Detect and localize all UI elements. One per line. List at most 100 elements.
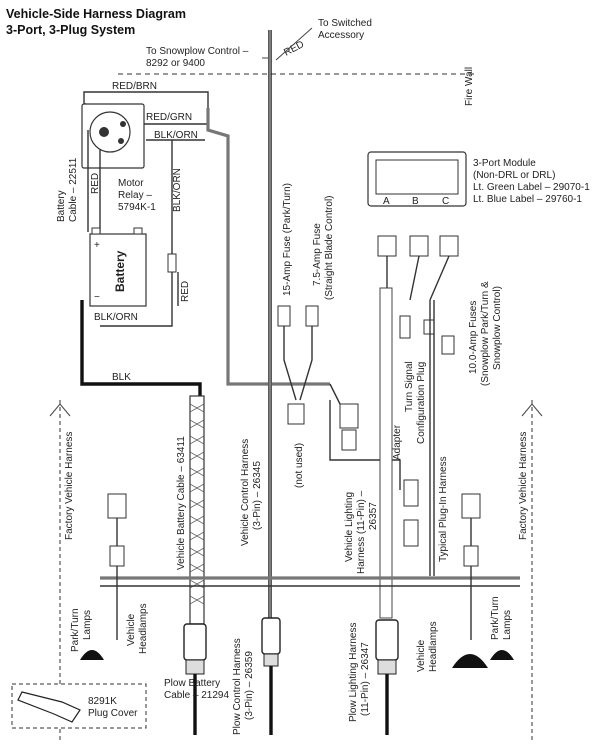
fuse-15a [277, 305, 291, 327]
headlamps-left-label-2: Headlamps [138, 603, 149, 654]
module-label-2: (Non-DRL or DRL) [473, 170, 555, 181]
red-brn-label: RED/BRN [112, 81, 157, 92]
relay-terminal-large [99, 127, 109, 137]
factory-harness-right-break [521, 403, 543, 417]
plug-cover-label-2: Plug Cover [88, 708, 138, 719]
plow-control-connector [261, 617, 281, 655]
lighting-harness-wires [329, 383, 401, 490]
adapter-connector-lower [403, 519, 419, 547]
left-harness-connector [107, 493, 127, 519]
motor-relay-label-1: Motor [118, 178, 144, 189]
right-harness-connector [461, 493, 481, 519]
plow-battery-cable-label-1: Plow Battery [164, 678, 220, 689]
vehicle-control-harness-label-1: Vehicle Control Harness [240, 439, 251, 546]
plug-cover-label-1: 8291K [88, 696, 117, 707]
fuse-7-5a-wire [299, 326, 313, 401]
title-line-1: Vehicle-Side Harness Diagram [6, 7, 186, 21]
switched-accessory-leader [275, 27, 313, 61]
left-park-turn-lamp [80, 650, 104, 660]
factory-harness-left-break [49, 403, 71, 417]
fuse-15a-wire [283, 326, 297, 401]
fuse-7-5a-label-1: 7.5-Amp Fuse [312, 223, 323, 286]
fuses-10a-label-2: (Snowplow Park/Turn & [480, 281, 491, 386]
park-turn-left-label-2: Lamps [82, 610, 93, 640]
battery [89, 233, 147, 307]
to-switched-accessory-1: To Switched [318, 18, 372, 29]
plow-control-harness-label-1: Plow Control Harness [232, 638, 243, 735]
plug-cover-box [11, 683, 147, 729]
plow-lighting-harness-label-2: (11-Pin) – 26347 [360, 642, 371, 716]
battery-cable-braid [189, 403, 205, 605]
blk-orn-bottom-label: BLK/ORN [94, 312, 138, 323]
factory-harness-left-label: Factory Vehicle Harness [64, 432, 75, 540]
right-headlamp-connector [463, 545, 479, 567]
adapter-connector-upper [403, 479, 419, 507]
left-headlamp-connector [109, 545, 125, 567]
blk-label: BLK [112, 372, 131, 383]
fuse-10a-1 [441, 335, 455, 355]
module-plug-c [439, 235, 459, 257]
module-label-3: Lt. Green Label – 29070-1 [473, 182, 590, 193]
inline-fuse-holder [167, 253, 177, 273]
plow-control-connector-end [263, 653, 279, 667]
plug-cover-icon [17, 691, 81, 723]
battery-cable-label-1: Battery [56, 190, 67, 222]
typical-plug-in-harness [429, 300, 435, 576]
factory-harness-right-label: Factory Vehicle Harness [518, 432, 529, 540]
vehicle-lighting-connector-upper [339, 403, 359, 429]
not-used-connector [287, 403, 305, 425]
blk-orn-vertical-label: BLK/ORN [172, 168, 183, 212]
plow-control-harness-label-2: (3-Pin) – 26359 [244, 651, 255, 720]
plow-lighting-harness-label-1: Plow Lighting Harness [348, 623, 359, 723]
module-plug-b [409, 235, 429, 257]
vehicle-lighting-harness-label-1: Vehicle Lighting [344, 492, 355, 562]
plow-lighting-connector [375, 619, 399, 661]
blk-orn-relay-label: BLK/ORN [154, 130, 198, 141]
vehicle-control-harness-label-2: (3-Pin) – 26345 [252, 461, 263, 530]
module-plug-wires [386, 255, 450, 301]
to-switched-accessory-2: Accessory [318, 30, 364, 41]
vehicle-lighting-harness-label-2: Harness (11-Pin) – [356, 490, 367, 574]
port-b-label: B [412, 196, 419, 207]
motor-relay-label-2: Relay – [118, 190, 152, 201]
turn-signal-plug-label-1: Turn Signal [404, 361, 415, 412]
headlamps-right-label-2: Headlamps [428, 621, 439, 672]
park-turn-right-label-1: Park/Turn [490, 596, 501, 640]
vehicle-lighting-harness-label-3: 26357 [368, 502, 379, 530]
motor-relay [89, 111, 131, 153]
plow-lighting-connector-end [377, 659, 397, 675]
fuse-7-5a-label-2: (Straight Blade Control) [324, 196, 335, 301]
park-turn-right-label-2: Lamps [502, 610, 513, 640]
plow-battery-cable-label-2: Cable – 21294 [164, 690, 229, 701]
battery-positive-post [91, 227, 101, 235]
battery-minus-sign: − [94, 292, 100, 303]
fuses-10a-label-1: 10.0-Amp Fuses [468, 301, 479, 374]
red-fuse-wire-label: RED [180, 281, 191, 302]
fuses-10a-label-3: Snowplow Control) [492, 286, 503, 370]
to-snowplow-control-2: 8292 or 9400 [146, 58, 205, 69]
battery-plus-sign: + [94, 240, 100, 251]
red-grn-label: RED/GRN [146, 112, 192, 123]
park-turn-left-label-1: Park/Turn [70, 608, 81, 652]
relay-terminal-small [118, 138, 124, 144]
module-label-panel [375, 159, 459, 195]
headlamps-right-label-1: Vehicle [416, 639, 427, 672]
turn-signal-plug-label-2: Configuration Plug [416, 362, 427, 444]
fuse-7-5a [305, 305, 319, 327]
fire-wall-label: Fire Wall [464, 67, 475, 106]
right-park-turn-lamp [490, 650, 514, 660]
vehicle-battery-cable-label: Vehicle Battery Cable – 63411 [176, 436, 187, 570]
relay-terminal-small-2 [120, 121, 126, 127]
battery-negative-post [133, 227, 143, 235]
motor-relay-label-3: 5794K-1 [118, 202, 156, 213]
module-plug-a [377, 235, 397, 257]
adapter-label: Adapter [392, 424, 403, 460]
plow-lighting-harness-cable [379, 287, 393, 619]
battery-cable-label-2: Cable – 22511 [68, 157, 79, 222]
vehicle-lighting-connector-lower [341, 429, 357, 451]
not-used-label: (not used) [294, 443, 305, 488]
fuse-10a-2 [423, 319, 435, 335]
port-c-label: C [442, 196, 449, 207]
to-snowplow-control-1: To Snowplow Control – [146, 46, 249, 57]
